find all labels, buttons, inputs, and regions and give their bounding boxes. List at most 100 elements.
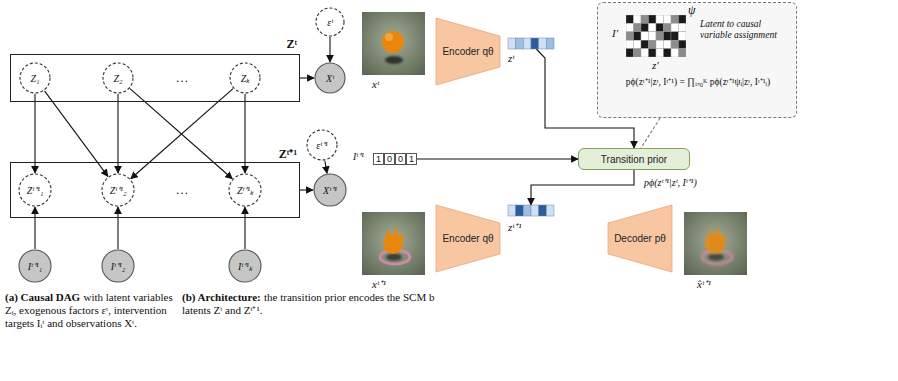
caption-text: latents Zᵗ and Zᵗ⁺¹. [182, 304, 263, 316]
latent-vector: zᵗ⁺¹ [508, 205, 554, 216]
vector-cell [523, 38, 531, 49]
encoder-block: Encoder qθ [436, 18, 500, 85]
decoder-block: Decoder pθ [608, 205, 672, 272]
vector-cell [508, 38, 516, 49]
circle-shape [229, 174, 261, 206]
assignment-grid [626, 15, 686, 57]
grid-cell [634, 23, 642, 31]
transition-prior: Transition prior [578, 148, 690, 170]
grid-cell [634, 15, 642, 23]
figure-label: xᵗ [372, 78, 379, 90]
node-text: Zᵗ⁺¹ₖ [237, 183, 253, 197]
frame-image [362, 12, 425, 75]
grid-cell [656, 40, 664, 48]
vector-cell [516, 38, 524, 49]
caption: (b) Architecture:the transition prior en… [182, 291, 435, 304]
circle-shape [19, 174, 51, 206]
vector-cell [546, 205, 554, 216]
ball-highlight [385, 33, 393, 41]
grid-cell [656, 32, 664, 40]
node-text: Zᵗ [286, 37, 297, 52]
grid-cell [649, 32, 657, 40]
latent-group-box: Zᵗ⁺¹Zᵗ⁺¹₁Zᵗ⁺¹₂Zᵗ⁺¹ₖ [10, 162, 300, 218]
caption-text: (b) Architecture: [182, 291, 261, 303]
caption: latents Zᵗ and Zᵗ⁺¹. [182, 304, 263, 317]
intervention-vector: Iᵗ⁺¹1001 [373, 153, 417, 165]
assignment-inset: ψI'z'Latent to causal variable assignmen… [597, 2, 797, 118]
latent-group-box: ZᵗZ₁Z₂Zₖ [10, 54, 300, 102]
node-text: Xᵗ⁺¹ [323, 183, 337, 197]
caption: (a) Causal DAGwith latent variables Zᵢ, … [5, 291, 181, 330]
causal-arrow [117, 207, 118, 249]
grid-cell [656, 23, 664, 31]
vector-cell [531, 205, 539, 216]
latent-variable: Zᵗ⁺¹₂ [101, 173, 135, 207]
grid-cell [679, 15, 687, 23]
grid-cell [664, 49, 672, 57]
latent-variable: Z₁ [19, 62, 51, 94]
ball [383, 234, 403, 254]
node-text: εᵗ [327, 17, 333, 28]
ball-shadow [386, 254, 402, 261]
causal-arrow [531, 170, 634, 205]
node-text: zᵗ⁺¹ [508, 219, 521, 234]
observation-node: Xᵗ⁺¹ [313, 173, 347, 207]
figure-label: xᵗ⁺¹ [372, 276, 386, 291]
grid-cell [671, 23, 679, 31]
image-ground [362, 212, 425, 275]
grid-cell [649, 15, 657, 23]
grid-cell [671, 49, 679, 57]
circle-shape [307, 130, 337, 160]
grid-cell [626, 49, 634, 57]
grid-cell [671, 15, 679, 23]
causal-arrow [325, 161, 327, 174]
grid-cell [626, 23, 634, 31]
node-text: pϕ(zᵗ⁺¹|zᵗ, Iᵗ⁺¹) = ∏ᵢ₌₀ᴷ pϕ(zᵗ⁺¹ψᵢ|zᵗ, … [602, 77, 794, 88]
grid-cell [664, 40, 672, 48]
causal-arrow [45, 91, 108, 176]
node-text: Transition prior [601, 154, 667, 165]
node-text: Zᵗ⁺¹ [279, 145, 297, 162]
ball [382, 31, 404, 53]
vector-digit: 0 [395, 153, 406, 165]
grid-cell [656, 15, 664, 23]
trapezoid-shape [436, 205, 500, 272]
encoder-block: Encoder qθ [436, 205, 500, 272]
node-text: Zₖ [241, 71, 250, 85]
node-text: zᵗ [508, 52, 514, 64]
ball-shadow [385, 56, 403, 64]
latent-vector: zᵗ [508, 38, 554, 49]
grid-cell [679, 23, 687, 31]
circle-shape [229, 250, 261, 282]
frame-image [362, 212, 425, 275]
node-text: Z₂ [113, 73, 122, 84]
intervention-node: Iᵗ⁺¹ₖ [228, 249, 262, 283]
node-text: Z₁ [30, 73, 39, 84]
circle-shape [230, 63, 260, 93]
grid-cell [626, 32, 634, 40]
noise-node: εᵗ [315, 7, 345, 37]
node-text: Decoder pθ [614, 233, 666, 244]
figure-label: … [176, 70, 189, 86]
node-text: Iᵗ⁺¹ₖ [238, 259, 252, 273]
shape-outline [508, 205, 554, 216]
grid-cell [671, 40, 679, 48]
circle-shape [19, 250, 51, 282]
node-text: Zᵗ⁺¹₁ [27, 183, 44, 197]
callout-line [641, 118, 660, 148]
grid-cell [679, 32, 687, 40]
node-text: z' [652, 59, 659, 72]
trapezoid-shape [436, 18, 500, 85]
grid-cell [679, 49, 687, 57]
grid-cell [649, 49, 657, 57]
causal-arrow [131, 89, 233, 179]
image-ground [362, 12, 425, 75]
ball [705, 234, 725, 254]
vector-heading: Iᵗ⁺¹ [353, 149, 364, 163]
vector-cell [546, 38, 554, 49]
circle-shape [314, 174, 346, 206]
intervention-node: Iᵗ⁺¹₂ [101, 249, 135, 283]
vector-cell [539, 38, 547, 49]
grid-cell [679, 40, 687, 48]
